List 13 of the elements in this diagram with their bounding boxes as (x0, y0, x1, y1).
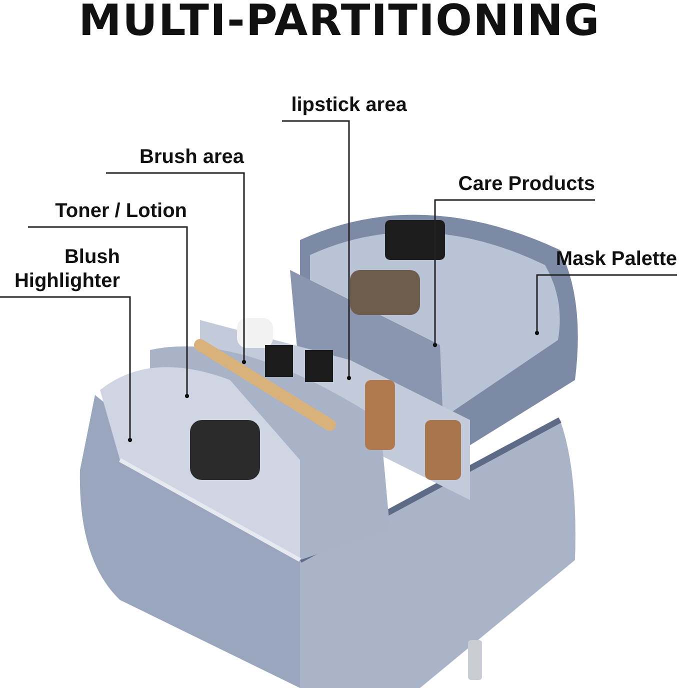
leader-line (432, 199, 595, 348)
leader-line (28, 226, 190, 398)
callout-label: Mask Palette (537, 247, 677, 275)
callout-label: Toner / Lotion (28, 199, 187, 227)
leader-line (106, 172, 246, 364)
callout-label: Brush area (106, 145, 244, 173)
callout-label: Blush Highlighter (0, 245, 120, 297)
leader-line (534, 274, 677, 336)
leader-line (282, 120, 352, 380)
callout-label: Care Products (435, 172, 595, 200)
leader-line (0, 296, 132, 442)
title: MULTI-PARTITIONING (78, 0, 602, 46)
callout-label: lipstick area (282, 93, 416, 121)
